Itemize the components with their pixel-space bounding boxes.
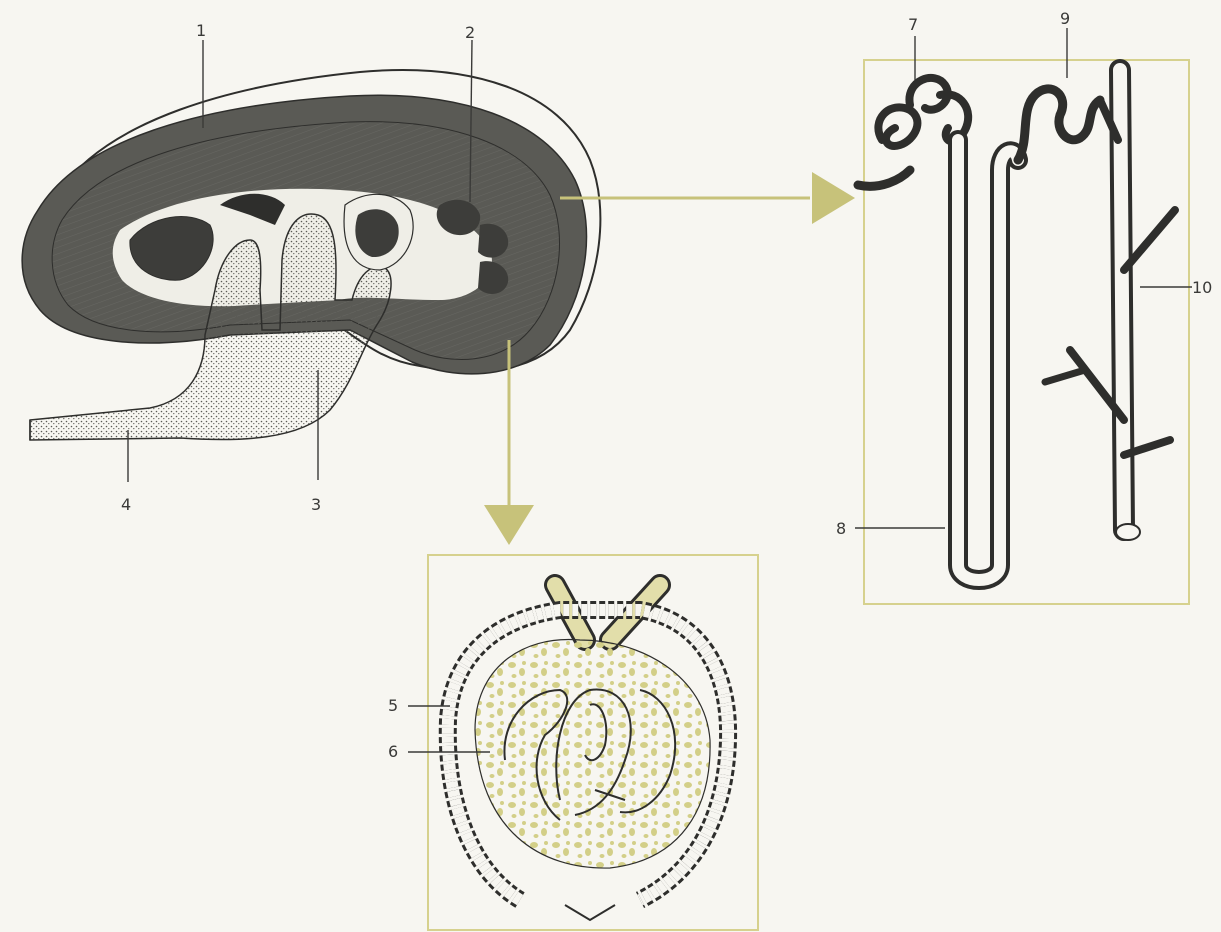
glomerulus-panel [428, 555, 758, 930]
label-2: 2 [465, 23, 475, 42]
label-9: 9 [1060, 9, 1070, 28]
arrowhead-down [484, 505, 534, 545]
label-5: 5 [388, 696, 398, 715]
arrowhead-right [812, 172, 855, 224]
distal-convoluted-tubule [1018, 89, 1100, 160]
label-8: 8 [836, 519, 846, 538]
label-3: 3 [311, 495, 321, 514]
loop-of-henle [958, 140, 1018, 580]
label-10: 10 [1192, 278, 1212, 297]
label-4: 4 [121, 495, 131, 514]
label-6: 6 [388, 742, 398, 761]
label-1: 1 [196, 21, 206, 40]
urinary-pole [565, 905, 615, 920]
afferent-vessel [858, 170, 910, 186]
label-7: 7 [908, 15, 918, 34]
arrow-to-nephron [560, 172, 855, 224]
nephron-panel [858, 60, 1189, 604]
kidney-section [22, 70, 600, 440]
